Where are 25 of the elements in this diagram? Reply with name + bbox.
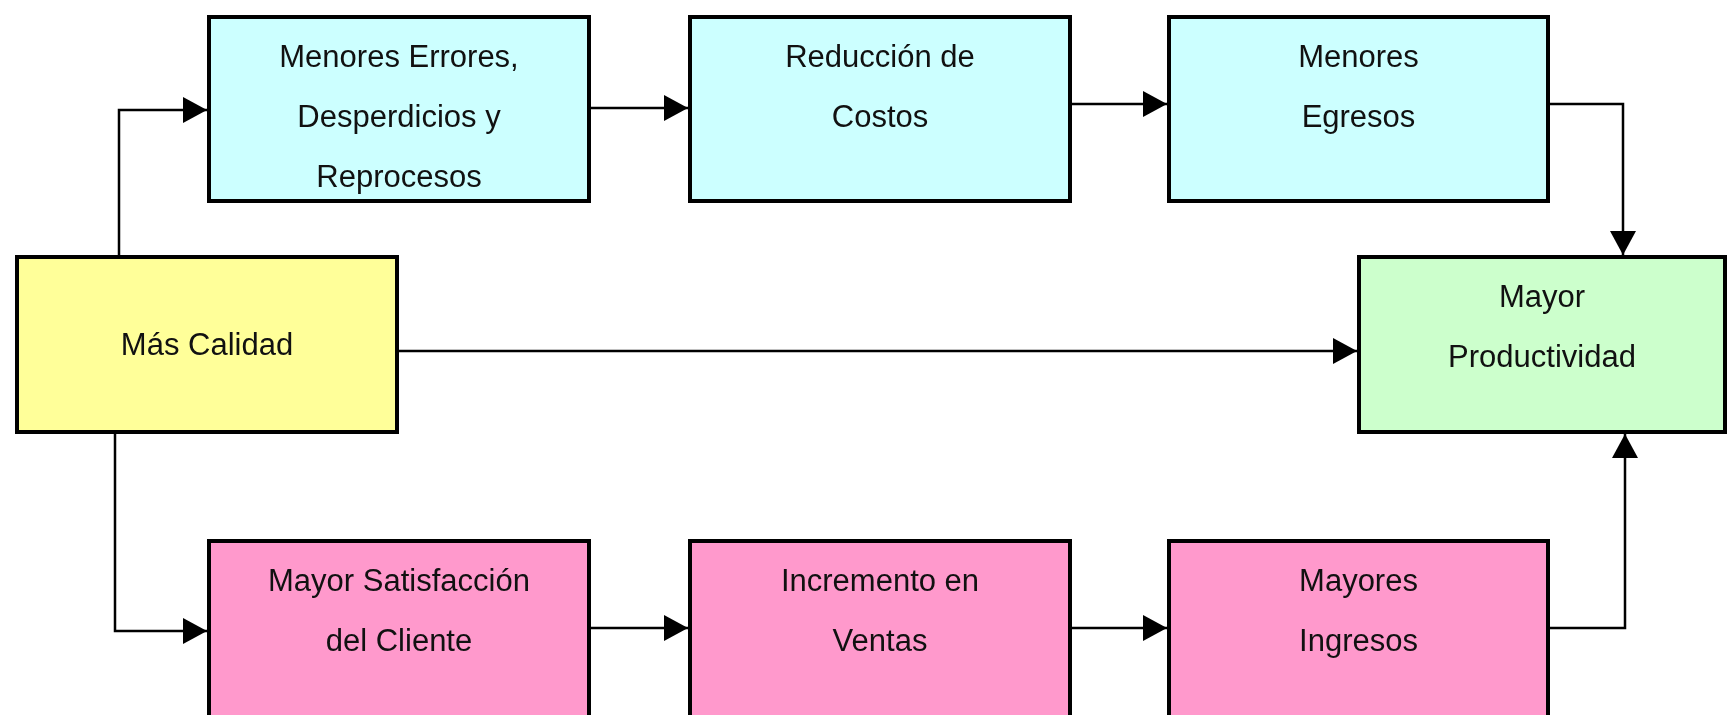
arrow [1072, 91, 1167, 117]
box-label: Incremento en Ventas [779, 562, 981, 660]
box-label: Reducción de Costos [784, 38, 976, 136]
box-label: Mayor Productividad [1447, 278, 1637, 376]
process-box [1167, 539, 1550, 715]
box-label: Menores Egresos [1297, 38, 1420, 136]
box-label: Mayor Satisfacción del Cliente [267, 562, 531, 660]
box-label: Menores Errores, Desperdicios y Reprocesos [278, 38, 520, 196]
process-box [1167, 15, 1550, 203]
arrow [1550, 434, 1638, 630]
process-box [688, 539, 1072, 715]
arrow [399, 338, 1357, 364]
arrow [591, 95, 688, 121]
box-label: Más Calidad [120, 325, 294, 364]
arrow [1550, 102, 1636, 255]
process-box [207, 539, 591, 715]
arrow [591, 615, 688, 641]
arrow [117, 97, 207, 255]
process-box [1357, 255, 1727, 434]
box-label: Mayores Ingresos [1298, 562, 1419, 660]
process-box [15, 255, 399, 434]
arrow [113, 434, 207, 644]
arrow [1072, 615, 1167, 641]
process-box [688, 15, 1072, 203]
process-box [207, 15, 591, 203]
